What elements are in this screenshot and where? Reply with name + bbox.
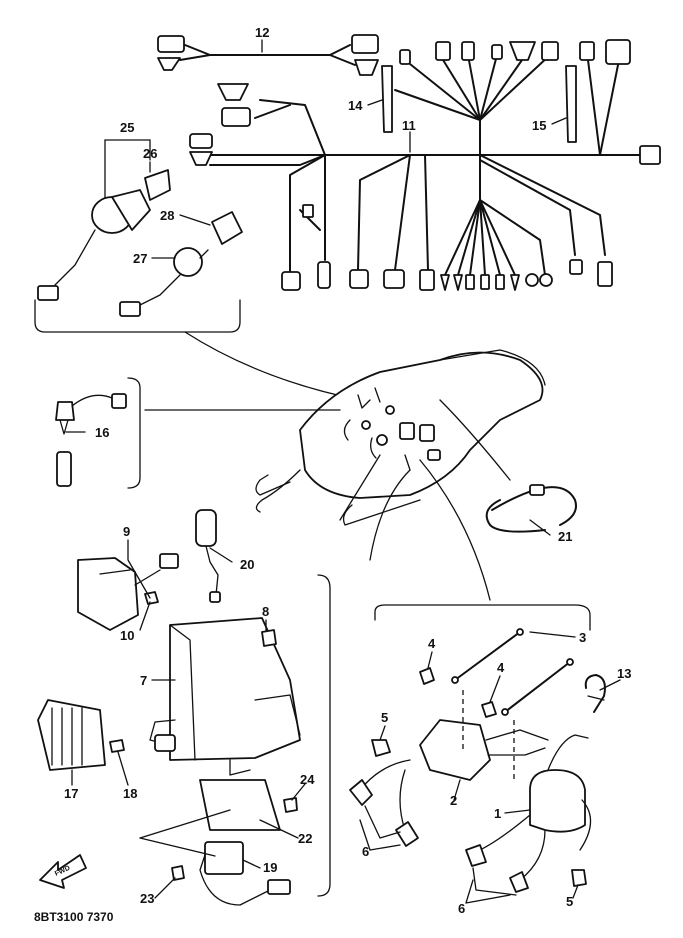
callout-5a: 5 <box>381 710 388 725</box>
wire-harness <box>204 54 651 276</box>
callout-7: 7 <box>140 673 147 688</box>
leader-cdi <box>369 469 411 561</box>
callout-20: 20 <box>240 557 254 572</box>
callout-19: 19 <box>263 860 277 875</box>
callout-14: 14 <box>348 98 363 113</box>
callout-26: 26 <box>143 146 157 161</box>
sub-harness <box>157 34 379 76</box>
callout-6b: 6 <box>458 901 465 916</box>
callout-5b: 5 <box>566 894 573 909</box>
callout-6a: 6 <box>362 844 369 859</box>
forward-arrow-icon: FWD <box>39 854 87 889</box>
callout-28: 28 <box>160 208 174 223</box>
callout-labels: 12 14 11 15 25 26 28 27 16 21 9 20 10 8 … <box>64 25 631 916</box>
leader-ignition <box>419 459 491 601</box>
callout-4a: 4 <box>428 636 436 651</box>
harness-top-connectors <box>189 39 661 166</box>
callout-leaders <box>65 39 621 904</box>
callout-10: 10 <box>120 628 134 643</box>
callout-2: 2 <box>450 793 457 808</box>
callout-9: 9 <box>123 524 130 539</box>
callout-24: 24 <box>300 772 315 787</box>
wire-clip <box>485 484 577 533</box>
callout-16: 16 <box>95 425 109 440</box>
callout-11: 11 <box>402 118 416 133</box>
callout-13: 13 <box>617 666 631 681</box>
horn-group <box>55 377 141 489</box>
leader-main-switch <box>184 331 361 401</box>
callout-27: 27 <box>133 251 147 266</box>
main-switch-group <box>34 139 243 333</box>
ignition-coil-group <box>349 604 606 896</box>
callout-23: 23 <box>140 891 154 906</box>
callout-4b: 4 <box>497 660 505 675</box>
callout-18: 18 <box>123 786 137 801</box>
callout-8: 8 <box>262 604 269 619</box>
callout-17: 17 <box>64 786 78 801</box>
cdi-group <box>37 509 331 906</box>
snowmobile-body <box>255 349 546 526</box>
callout-15: 15 <box>532 118 546 133</box>
callout-3: 3 <box>579 630 586 645</box>
callout-25: 25 <box>120 120 134 135</box>
leader-battery-side <box>439 399 511 481</box>
callout-21: 21 <box>558 529 572 544</box>
callout-22: 22 <box>298 831 312 846</box>
callout-12: 12 <box>255 25 269 40</box>
harness-bottom-connectors <box>281 204 613 291</box>
callout-1: 1 <box>494 806 501 821</box>
figure-code: 8BT3100 7370 <box>34 910 114 924</box>
protector-sleeves <box>381 65 577 143</box>
